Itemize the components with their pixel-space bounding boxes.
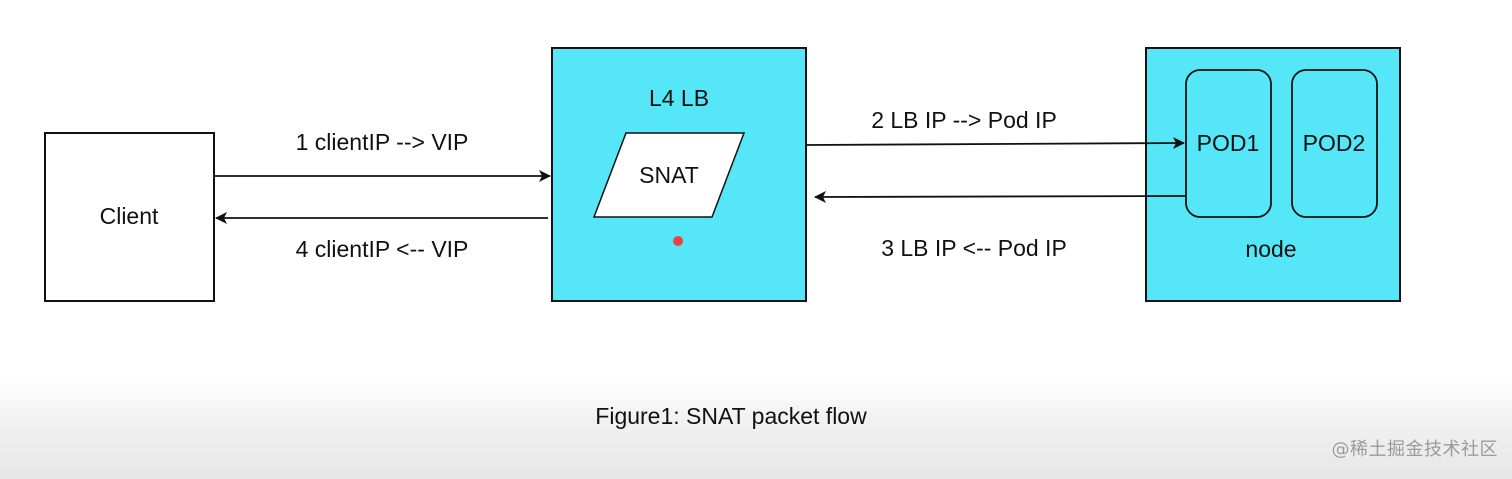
node-label: node bbox=[1245, 236, 1296, 262]
edge-2-label: 2 LB IP --> Pod IP bbox=[871, 107, 1057, 133]
client-box bbox=[44, 132, 215, 302]
client-label: Client bbox=[100, 203, 159, 229]
pod1-box bbox=[1185, 69, 1272, 218]
red-dot bbox=[673, 236, 683, 246]
pod2-label: POD2 bbox=[1303, 130, 1366, 156]
edge-2-arrow bbox=[805, 137, 1185, 150]
edge-1-label: 1 clientIP --> VIP bbox=[296, 129, 469, 155]
watermark: @稀土掘金技术社区 bbox=[1331, 439, 1498, 460]
snat-label: SNAT bbox=[639, 162, 699, 188]
pod1-label: POD1 bbox=[1197, 130, 1260, 156]
snat-shape bbox=[592, 132, 746, 218]
edge-3-label: 3 LB IP <-- Pod IP bbox=[881, 235, 1067, 261]
node-box bbox=[1145, 47, 1401, 302]
figure-caption: Figure1: SNAT packet flow bbox=[595, 403, 867, 429]
lb-label: L4 LB bbox=[649, 85, 709, 111]
edge-3-arrow bbox=[814, 190, 1187, 203]
edge-4-label: 4 clientIP <-- VIP bbox=[296, 236, 469, 262]
pod2-box bbox=[1291, 69, 1378, 218]
